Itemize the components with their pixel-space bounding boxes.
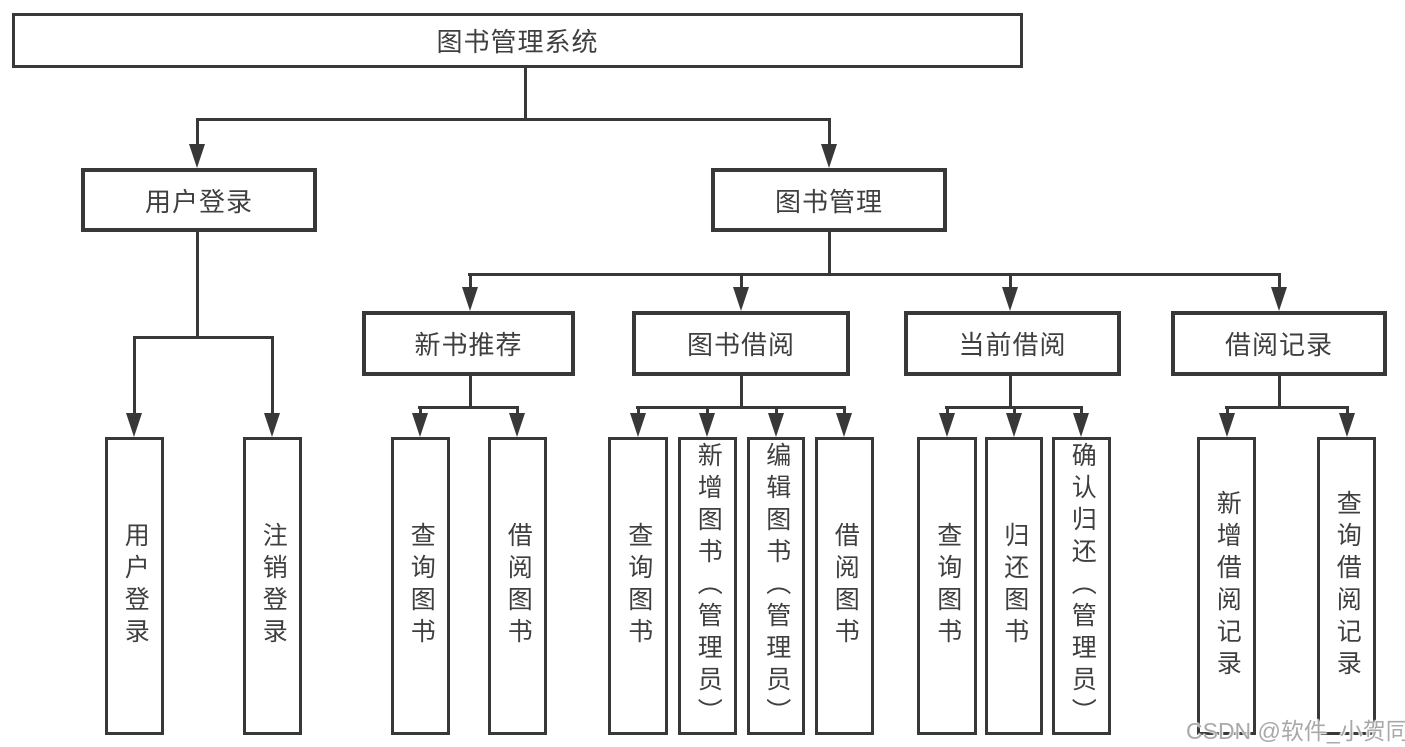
connector-line [1079,406,1083,416]
connector-line [705,406,709,416]
node-borrow-records: 借阅记录 [1171,311,1387,376]
leaf-borrowing-borrow-books: 借阅图书 [815,437,874,735]
connector-line [739,376,743,409]
connector-line [270,336,274,416]
node-current-borrowing: 当前借阅 [904,311,1121,376]
connector-line [636,406,846,409]
leaf-borrowing-query-books-label: 查询图书 [624,522,653,650]
leaf-current-return-books: 归还图书 [985,437,1043,735]
leaf-records-query-record-label: 查询借阅记录 [1333,490,1362,682]
connector-line [1345,406,1349,416]
connector-line [468,376,472,409]
connector-line [515,406,519,416]
connector-line [1225,406,1349,409]
arrowhead-down-icon [733,287,749,311]
leaf-borrowing-edit-books-admin: 编辑图书（管理员） [747,437,805,735]
arrowhead-down-icon [768,413,784,437]
arrowhead-down-icon [412,413,428,437]
arrowhead-down-icon [509,413,525,437]
arrowhead-down-icon [1073,413,1089,437]
node-current-borrowing-label: 当前借阅 [958,330,1067,360]
leaf-records-add-record-label: 新增借阅记录 [1213,490,1242,682]
leaf-newrec-query-books: 查询图书 [391,437,450,735]
node-book-borrowing: 图书借阅 [632,311,850,376]
connector-line [195,118,199,148]
node-root: 图书管理系统 [12,13,1023,68]
arrowhead-down-icon [1271,287,1287,311]
leaf-borrowing-query-books: 查询图书 [608,437,668,735]
node-new-book-recommend-label: 新书推荐 [414,330,523,360]
arrowhead-down-icon [821,144,837,168]
leaf-user-login-label: 用户登录 [121,522,150,650]
leaf-current-confirm-return-admin-label: 确认归还（管理员） [1068,442,1097,730]
leaf-current-return-books-label: 归还图书 [1000,522,1029,650]
connector-line [842,406,846,416]
arrowhead-down-icon [126,413,142,437]
connector-line [827,232,831,276]
arrowhead-down-icon [1006,413,1022,437]
connector-line [1277,273,1281,291]
connector-line [133,336,274,339]
node-borrow-records-label: 借阅记录 [1224,330,1333,360]
leaf-newrec-borrow-books: 借阅图书 [488,437,547,735]
connector-line [1008,376,1012,409]
node-book-borrowing-label: 图书借阅 [686,330,795,360]
connector-line [132,336,136,416]
arrowhead-down-icon [1219,413,1235,437]
connector-line [945,406,1083,409]
node-user-login: 用户登录 [81,168,317,232]
arrowhead-down-icon [939,413,955,437]
leaf-records-add-record: 新增借阅记录 [1197,437,1256,735]
arrowhead-down-icon [1002,287,1018,311]
leaf-newrec-borrow-books-label: 借阅图书 [504,522,533,650]
connector-line [418,406,519,409]
leaf-newrec-query-books-label: 查询图书 [407,522,436,650]
connector-line [196,118,831,121]
arrowhead-down-icon [1339,413,1355,437]
leaf-current-confirm-return-admin: 确认归还（管理员） [1052,437,1111,735]
arrowhead-down-icon [699,413,715,437]
leaf-logout: 注销登录 [243,437,302,735]
leaf-current-query-books-label: 查询图书 [933,522,962,650]
arrowhead-down-icon [264,413,280,437]
leaf-records-query-record: 查询借阅记录 [1317,437,1376,735]
connector-line [468,273,1281,276]
connector-line [827,118,831,148]
connector-line [1008,273,1012,291]
node-book-management: 图书管理 [711,168,947,232]
arrowhead-down-icon [462,287,478,311]
node-book-management-label: 图书管理 [774,186,883,217]
leaf-logout-label: 注销登录 [259,522,288,650]
connector-line [418,406,422,416]
connector-line [636,406,640,416]
leaf-borrowing-borrow-books-label: 借阅图书 [831,522,860,650]
leaf-user-login: 用户登录 [105,437,164,735]
connector-line [739,273,743,291]
node-new-book-recommend: 新书推荐 [362,311,575,376]
arrowhead-down-icon [630,413,646,437]
connector-line [523,68,527,118]
leaf-borrowing-edit-books-admin-label: 编辑图书（管理员） [762,442,791,730]
watermark: CSDN @软件_小贺同学 [1186,718,1405,744]
connector-line [1012,406,1016,416]
node-user-login-label: 用户登录 [144,186,253,217]
connector-line [945,406,949,416]
arrowhead-down-icon [189,144,205,168]
connector-line [195,232,199,339]
connector-line [1277,376,1281,409]
leaf-borrowing-add-books-admin: 新增图书（管理员） [678,437,737,735]
arrowhead-down-icon [836,413,852,437]
connector-line [1225,406,1229,416]
leaf-borrowing-add-books-admin-label: 新增图书（管理员） [694,442,723,730]
node-root-label: 图书管理系统 [436,27,599,57]
connector-line [774,406,778,416]
connector-line [468,273,472,291]
leaf-current-query-books: 查询图书 [917,437,977,735]
